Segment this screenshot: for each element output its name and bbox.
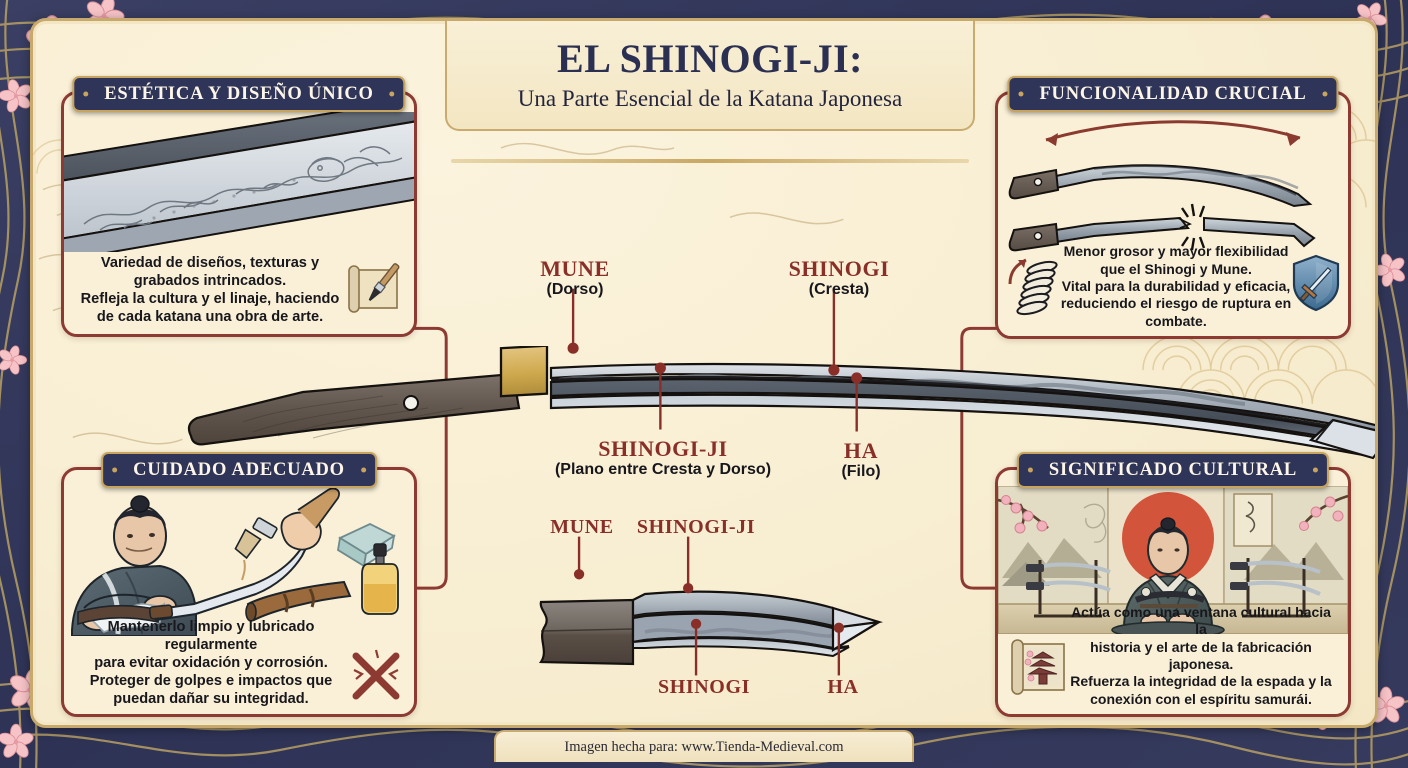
page-subtitle: Una Parte Esencial de la Katana Japonesa [517,86,903,111]
seated-samurai-with-sword-racks-illustration [998,486,1348,634]
label-shinogi: SHINOGI (Cresta) [788,256,890,298]
cs-label-mune: MUNE [550,516,614,538]
panel-estetica-y-diseno-unico[interactable]: ESTÉTICA Y DISEÑO ÚNICO [61,76,417,337]
cs-label-shinogi: SHINOGI [657,676,750,698]
samurai-cleaning-sword-illustration [64,488,414,636]
panel-badge-estetica: ESTÉTICA Y DISEÑO ÚNICO [72,76,406,112]
panel-badge-cultural: SIGNIFICADO CULTURAL [1016,452,1330,488]
panel-text-cuidado: Mantenerlo limpio y lubricado regularmen… [89,618,333,707]
panel-funcionalidad-crucial[interactable]: FUNCIONALIDAD CRUCIAL [995,76,1351,339]
panel-badge-cuidado: CUIDADO ADECUADO [101,452,377,488]
blade-cross-section-illustration [533,576,903,691]
panel-badge-funcionalidad: FUNCIONALIDAD CRUCIAL [1007,76,1339,112]
label-ha: HA (Filo) [841,438,881,480]
panel-text-cultural: Actúa como una ventana cultural hacia la… [1070,603,1332,707]
parchment-canvas: EL SHINOGI-JI: Una Parte Esencial de la … [30,18,1378,728]
label-shinogi-ji: SHINOGI-JI (Plano entre Cresta y Dorso) [554,436,772,478]
flexing-and-broken-blade-illustration [998,118,1348,254]
panel-text-estetica: Variedad de diseños, texturas y grabados… [80,254,340,325]
title-panel: EL SHINOGI-JI: Una Parte Esencial de la … [445,21,975,131]
cs-label-ha: HA [827,676,859,698]
cs-label-shinogi-ji: SHINOGI-JI [636,516,756,538]
footer-credit: Imagen hecha para: www.Tienda-Medieval.c… [494,730,914,762]
panel-cuidado-adecuado[interactable]: CUIDADO ADECUADO [61,452,417,717]
engraved-dragon-blade-illustration [64,112,414,252]
panel-text-funcionalidad: Menor grosor y mayor flexibilidad que el… [1060,243,1292,329]
page-title: EL SHINOGI-JI: [557,36,863,81]
title-divider-rule [451,159,969,163]
shield-with-sword-icon [1290,254,1342,312]
label-mune: MUNE (Dorso) [540,256,610,298]
panel-significado-cultural[interactable]: SIGNIFICADO CULTURAL [995,452,1351,717]
